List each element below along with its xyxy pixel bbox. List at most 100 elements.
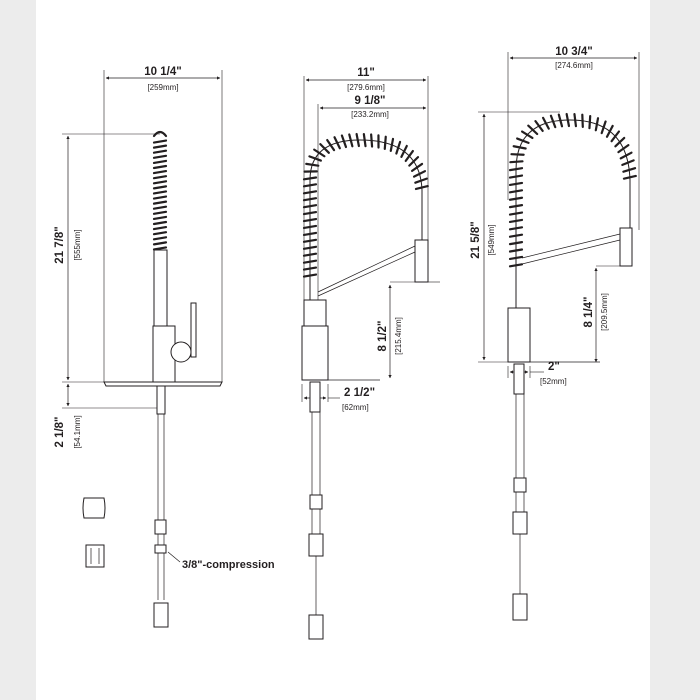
spring-coil-turn	[152, 139, 168, 144]
spring-coil-turn	[152, 215, 168, 221]
right-faucet-body	[507, 307, 531, 363]
front-spring-top	[152, 130, 168, 138]
spring-coil-turn	[152, 190, 168, 195]
mid-upper-body	[303, 299, 327, 327]
spring-coil-turn	[302, 273, 318, 278]
front-spout-tube	[153, 249, 168, 329]
spring-coil-turn	[308, 155, 322, 162]
front-compression-fitting	[154, 544, 167, 554]
right-spout-height-inches: 8 1/4"	[583, 296, 595, 327]
mid-base-mm: [62mm]	[342, 403, 369, 412]
right-spout-height-mm: [209.5mm]	[600, 293, 609, 331]
spring-coil-turn	[355, 132, 360, 148]
front-shank	[156, 385, 166, 415]
spring-coil-turn	[565, 112, 571, 128]
spring-coil-turn	[152, 149, 168, 154]
right-spout-arm	[521, 233, 621, 259]
front-supply-connector	[154, 519, 167, 535]
spring-coil-turn	[527, 124, 539, 136]
right-weight	[512, 593, 528, 621]
front-handle-lever	[190, 302, 197, 358]
front-weight	[153, 602, 169, 628]
spring-coil-turn	[414, 177, 428, 184]
spring-coil-turn	[516, 137, 530, 144]
spring-coil-turn	[152, 185, 168, 190]
right-lower-fitting	[512, 511, 528, 535]
spring-coil-turn	[152, 231, 168, 236]
spring-coil-turn	[152, 200, 168, 205]
spring-coil-turn	[508, 196, 524, 201]
spring-coil-turn	[152, 154, 168, 159]
mid-shank	[309, 381, 321, 413]
spring-coil-turn	[152, 175, 168, 180]
spring-coil-turn	[619, 151, 633, 160]
spring-coil-turn	[152, 220, 168, 226]
spring-coil-turn	[617, 144, 630, 154]
spring-coil-turn	[508, 181, 524, 187]
front-view: 10 1/4" [259mm] 21 7/8" [555mm] 2 1/8" […	[54, 66, 275, 628]
spring-coil-turn	[412, 170, 427, 178]
spring-coil-turn	[508, 189, 524, 194]
front-width-mm: [259mm]	[147, 83, 178, 92]
spring-coil-turn	[622, 174, 637, 180]
spring-coil-turn	[600, 120, 607, 135]
spring-coil-turn	[414, 184, 429, 191]
front-below-inches: 2 1/8"	[54, 416, 66, 447]
spring-coil-turn	[348, 133, 354, 148]
spring-coil-turn	[610, 130, 621, 143]
mid-supply-connector	[309, 494, 323, 510]
spring-coil-turn	[508, 174, 524, 179]
spring-coil-turn	[383, 135, 387, 150]
spring-coil-turn	[152, 169, 168, 175]
mid-reach-inches: 9 1/8"	[354, 95, 385, 107]
drawing-sheet: 10 1/4" [259mm] 21 7/8" [555mm] 2 1/8" […	[36, 0, 650, 700]
spring-coil-turn	[395, 140, 402, 155]
spring-coil-turn	[509, 160, 524, 164]
right-spout-arm-lower	[521, 239, 621, 265]
spring-coil-turn	[152, 210, 168, 215]
spring-coil-turn	[400, 144, 408, 158]
spring-coil-turn	[302, 217, 318, 223]
mid-width-inches: 11"	[357, 67, 375, 79]
spring-coil-turn	[510, 153, 525, 156]
spring-coil-turn	[508, 248, 524, 253]
right-width-inches: 10 3/4"	[555, 46, 592, 58]
spring-coil-turn	[152, 164, 168, 170]
side-view-right: 10 3/4" [274.6mm] 21 5/8" [549mm] 8 1/4"…	[470, 46, 640, 621]
spring-coil-turn	[302, 204, 318, 209]
faucet-dimension-drawing: 10 1/4" [259mm] 21 7/8" [555mm] 2 1/8" […	[54, 46, 640, 640]
spring-coil-turn	[410, 162, 424, 172]
spring-coil-turn	[302, 210, 318, 216]
spring-coil-turn	[508, 204, 524, 209]
front-width-inches: 10 1/4"	[144, 66, 181, 78]
spring-coil-turn	[605, 124, 614, 138]
mid-width-mm: [279.6mm]	[347, 83, 385, 92]
spring-coil-turn	[512, 145, 527, 150]
spring-coil-turn	[389, 137, 395, 152]
spring-coil-turn	[622, 167, 637, 173]
spring-coil-turn	[302, 238, 318, 243]
right-height-mm: [549mm]	[487, 224, 496, 255]
spring-coil-turn	[333, 136, 341, 150]
spring-coil-turn	[508, 263, 524, 268]
spring-coil-turn	[621, 159, 635, 167]
spring-coil-turn	[319, 143, 330, 154]
front-height-mm: [555mm]	[73, 229, 82, 260]
right-height-inches: 21 5/8"	[470, 221, 482, 258]
spring-coil-turn	[340, 134, 348, 149]
spring-coil-turn	[557, 113, 564, 128]
spring-coil-turn	[152, 195, 168, 200]
spring-coil-turn	[152, 236, 168, 241]
spring-coil-turn	[508, 211, 524, 216]
spring-coil-turn	[520, 130, 534, 140]
spring-coil-turn	[302, 245, 318, 250]
mid-base-inches: 2 1/2"	[344, 387, 375, 399]
spring-coil-turn	[541, 116, 550, 130]
spring-coil-turn	[508, 255, 524, 261]
spring-coil-turn	[362, 132, 367, 148]
mounting-nut-part	[82, 497, 106, 519]
mid-spout-height-inches: 8 1/2"	[377, 320, 389, 351]
spring-coil-turn	[313, 148, 326, 158]
front-spring-coil	[152, 139, 168, 251]
spring-coil-turn	[152, 144, 168, 149]
